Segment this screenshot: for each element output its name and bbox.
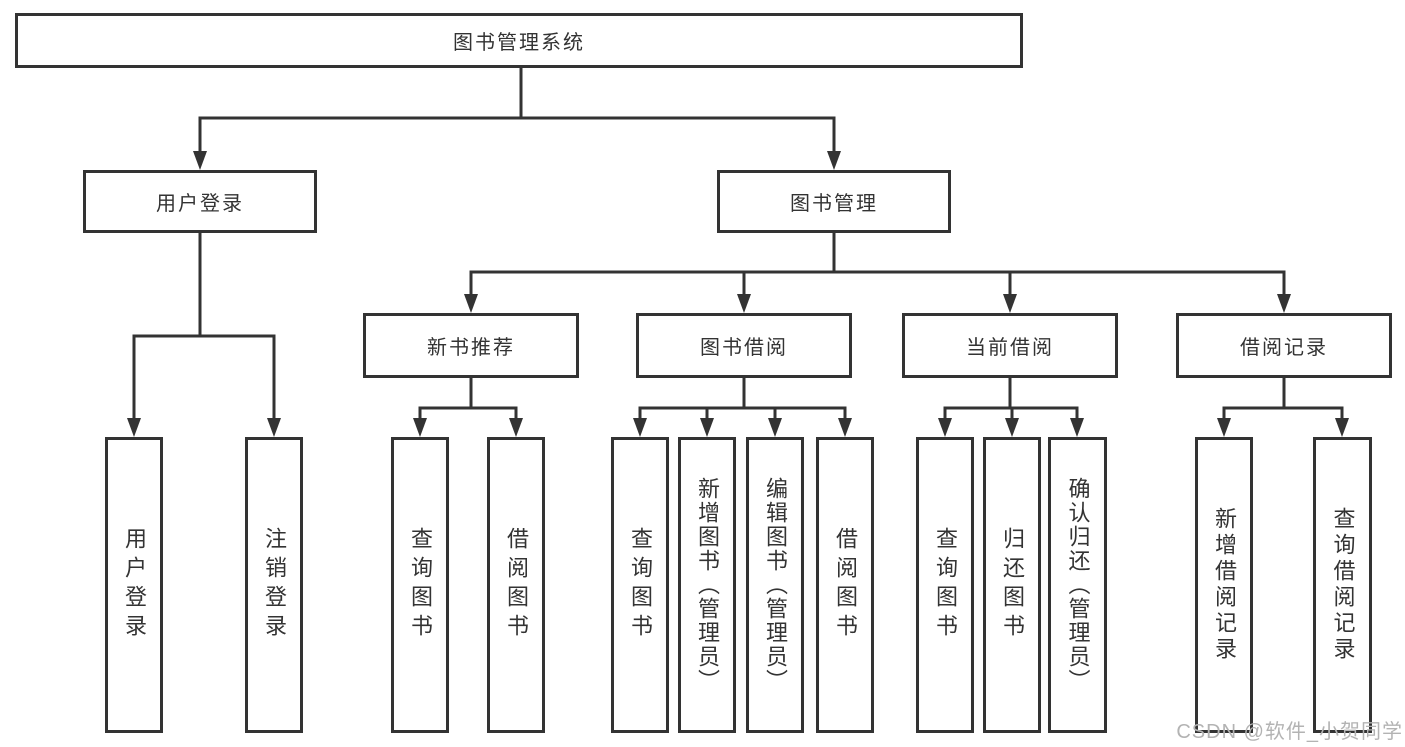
node-user-login-label: 用户登录 [156,193,244,215]
leaf-borrow-book-2-label: 借阅图书 [833,527,858,643]
leaf-add-book: 新增图书（管理员） [678,437,736,733]
leaf-edit-book: 编辑图书（管理员） [746,437,804,733]
leaf-user-login: 用户登录 [105,437,163,733]
leaf-return-book: 归还图书 [983,437,1041,733]
leaf-query-book-1-label: 查询图书 [408,527,433,643]
leaf-confirm-return: 确认归还（管理员） [1048,437,1107,733]
leaf-query-book-2-label: 查询图书 [628,527,653,643]
leaf-user-login-label: 用户登录 [122,527,147,643]
node-user-login: 用户登录 [83,170,317,233]
leaf-add-record: 新增借阅记录 [1195,437,1253,733]
leaf-query-book-1: 查询图书 [391,437,449,733]
csdn-watermark: CSDN @软件_小贺同学 [1176,721,1403,743]
leaf-query-book-3-label: 查询图书 [933,527,958,643]
leaf-borrow-book-2: 借阅图书 [816,437,874,733]
node-book-mgmt-label: 图书管理 [790,193,878,215]
node-root-label: 图书管理系统 [453,32,585,54]
node-current-borrow: 当前借阅 [902,313,1118,378]
node-current-borrow-label: 当前借阅 [966,337,1054,359]
leaf-query-book-3: 查询图书 [916,437,974,733]
leaf-edit-book-label: 编辑图书（管理员） [763,477,788,693]
node-book-borrow-label: 图书借阅 [700,337,788,359]
node-borrow-records: 借阅记录 [1176,313,1392,378]
node-root: 图书管理系统 [15,13,1023,68]
node-book-borrow: 图书借阅 [636,313,852,378]
leaf-return-book-label: 归还图书 [1000,527,1025,643]
node-book-mgmt: 图书管理 [717,170,951,233]
leaf-borrow-book-1-label: 借阅图书 [504,527,529,643]
leaf-logout-label: 注销登录 [262,527,287,643]
node-new-book-rec: 新书推荐 [363,313,579,378]
leaf-query-record: 查询借阅记录 [1313,437,1372,733]
node-new-book-rec-label: 新书推荐 [427,337,515,359]
leaf-borrow-book-1: 借阅图书 [487,437,545,733]
leaf-logout: 注销登录 [245,437,303,733]
leaf-query-record-label: 查询借阅记录 [1330,507,1356,663]
node-borrow-records-label: 借阅记录 [1240,337,1328,359]
leaf-add-book-label: 新增图书（管理员） [695,477,720,693]
leaf-query-book-2: 查询图书 [611,437,669,733]
leaf-confirm-return-label: 确认归还（管理员） [1065,477,1091,693]
leaf-add-record-label: 新增借阅记录 [1212,507,1237,663]
